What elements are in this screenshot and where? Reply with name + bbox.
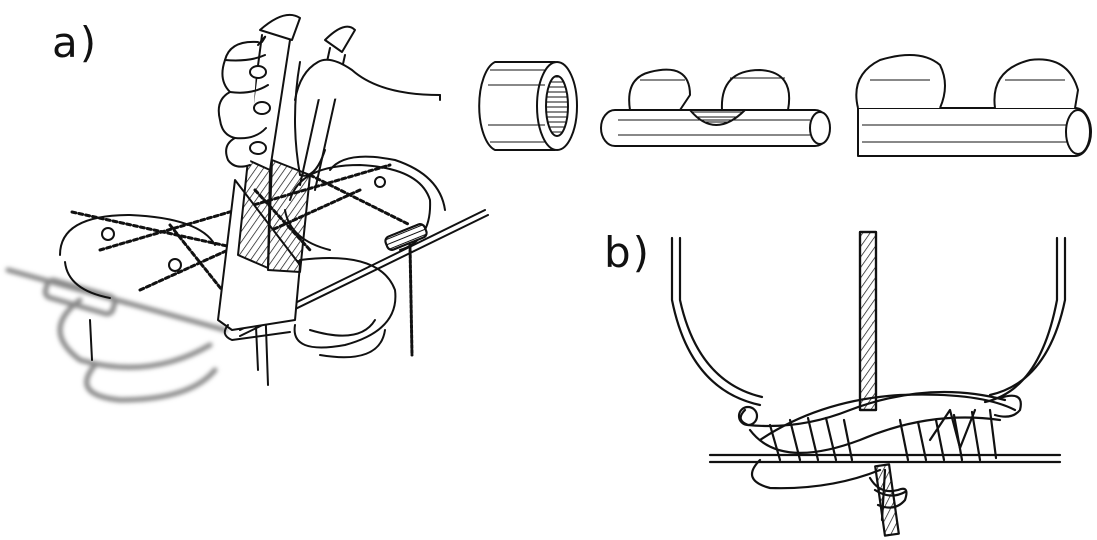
panel-label-b: b) xyxy=(604,228,652,277)
knot xyxy=(868,468,908,522)
binding-sleeves xyxy=(101,176,428,272)
panel-b-illustration xyxy=(670,230,1067,537)
wire-loops xyxy=(59,155,446,359)
binding-wire-loops xyxy=(737,390,1022,490)
vertical-rod xyxy=(858,230,878,412)
sleeve-stage-2 xyxy=(600,68,831,147)
panel-a-illustration xyxy=(5,14,489,403)
panel-label-a: a) xyxy=(52,18,99,67)
hand xyxy=(217,35,441,177)
sleeve-stage-3 xyxy=(855,54,1092,157)
sleeve-stage-1 xyxy=(478,61,578,151)
blurred-foreground-wire xyxy=(5,267,228,403)
pliers xyxy=(217,14,356,341)
sleeve-stages xyxy=(478,54,1092,157)
